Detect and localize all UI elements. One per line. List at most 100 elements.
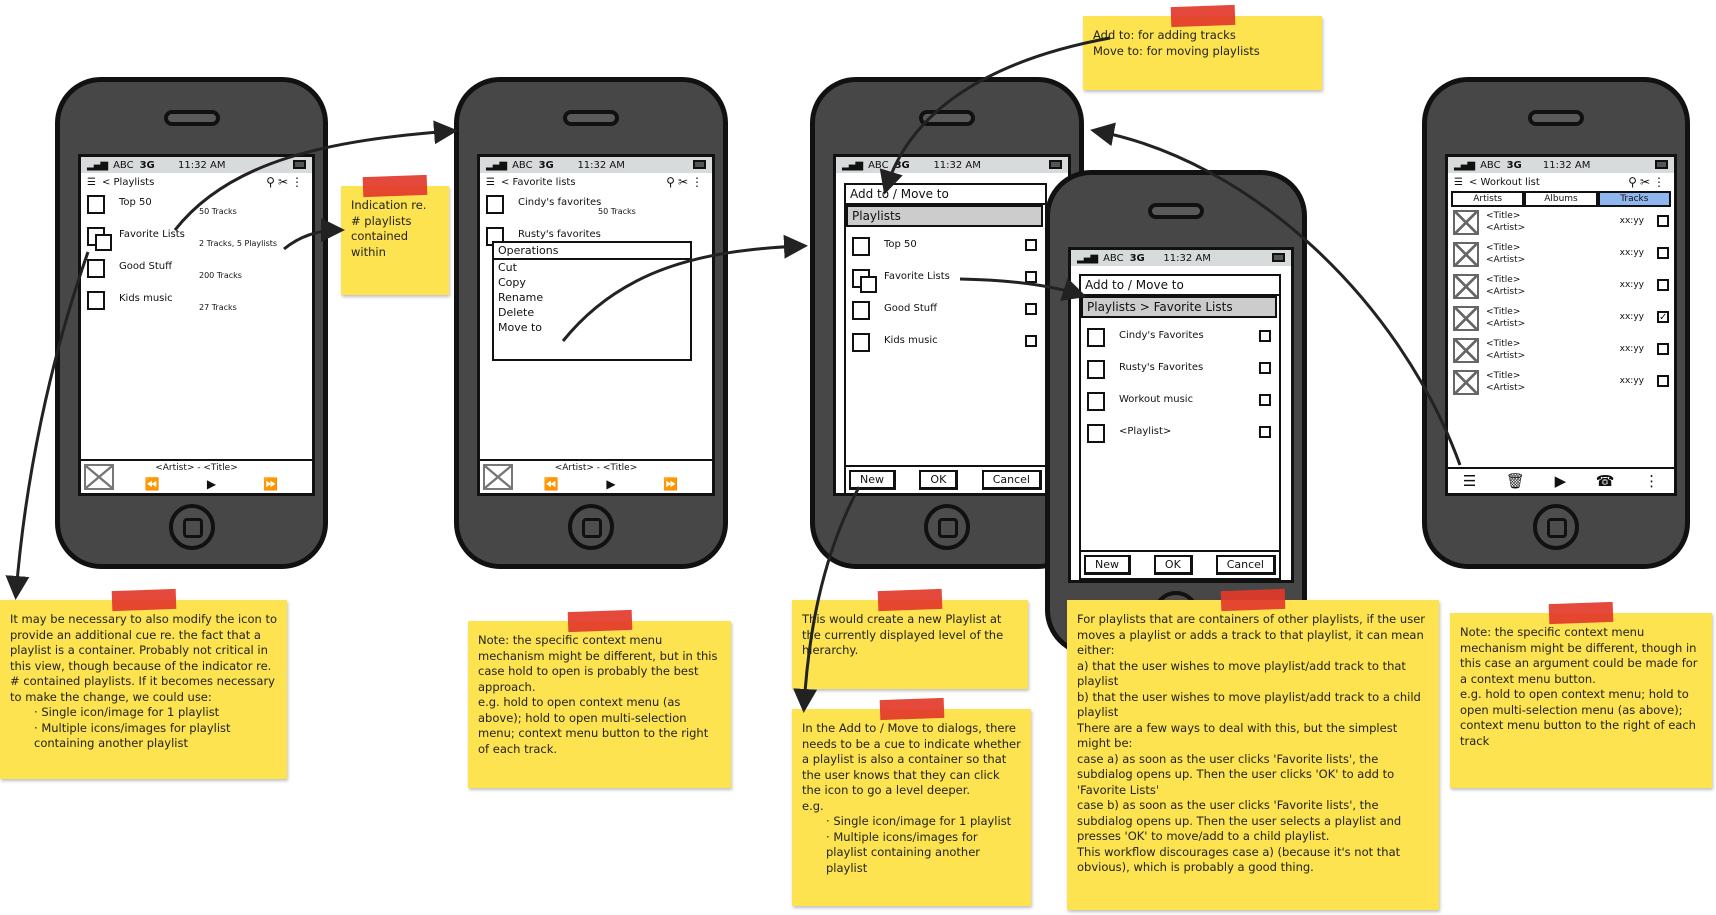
home-button[interactable] [168, 504, 215, 550]
search-icon[interactable]: ⚲ [666, 175, 678, 189]
track-row[interactable]: <Title><Artist>xx:yy [1448, 239, 1674, 271]
menu-item-rename[interactable]: Rename [498, 291, 544, 304]
track-row[interactable]: <Title><Artist>xx:yy✓ [1448, 303, 1674, 335]
playlist-checkbox[interactable] [1025, 335, 1037, 347]
play-icon[interactable]: ▶ [606, 477, 616, 491]
home-button[interactable] [568, 504, 614, 550]
playlist-icon[interactable] [87, 291, 105, 310]
ok-button[interactable]: OK [1153, 555, 1193, 575]
track-checkbox[interactable] [1657, 343, 1669, 355]
tab-albums[interactable]: Albums [1524, 191, 1598, 207]
track-checkbox[interactable] [1657, 375, 1669, 387]
previous-icon[interactable]: ⏪ [144, 477, 160, 491]
playlist-checkbox[interactable] [1259, 394, 1271, 406]
menu-item-copy[interactable]: Copy [498, 276, 526, 289]
playlist-row[interactable]: <Playlist> [1081, 420, 1279, 452]
track-checkbox[interactable] [1657, 215, 1669, 227]
playlist-icon[interactable] [1087, 328, 1105, 347]
more-icon[interactable]: ⋮ [1644, 472, 1660, 490]
playlist-row[interactable]: Rusty's Favorites [1081, 356, 1279, 388]
ok-button[interactable]: OK [919, 470, 959, 490]
back-link[interactable]: < Favorite lists [500, 176, 576, 188]
playlist-icon[interactable] [852, 333, 870, 352]
stacked-playlist-icon [860, 276, 877, 293]
playlist-row[interactable]: Kids music [846, 329, 1045, 361]
clock: 11:32 AM [933, 159, 981, 171]
track-checkbox[interactable] [1657, 247, 1669, 259]
previous-icon[interactable]: ⏪ [543, 477, 559, 491]
playlist-checkbox[interactable] [1259, 362, 1271, 374]
playlist-row[interactable]: Top 50 [846, 233, 1045, 265]
playlist-checkbox[interactable] [1025, 303, 1037, 315]
playlist-count: 200 Tracks [199, 271, 242, 280]
playlist-icon[interactable] [1087, 360, 1105, 379]
playlist-row[interactable]: Workout music [1081, 388, 1279, 420]
home-button[interactable] [1533, 504, 1579, 550]
track-checkbox[interactable] [1657, 279, 1669, 291]
playlist-icon[interactable] [852, 301, 870, 320]
playlist-icon[interactable] [852, 237, 870, 256]
more-icon[interactable]: ⋮ [1653, 175, 1668, 189]
playlist-checkbox[interactable] [1025, 271, 1037, 283]
next-icon[interactable]: ⏩ [263, 477, 279, 491]
cancel-button[interactable]: Cancel [981, 470, 1042, 490]
menu-item-move-to[interactable]: Move to [498, 321, 543, 334]
track-row[interactable]: <Title><Artist>xx:yy [1448, 271, 1674, 303]
playlist-row[interactable]: Favorite Lists [846, 265, 1045, 297]
menu-icon[interactable]: ☰ [87, 176, 96, 188]
menu-icon[interactable]: ☰ [1454, 176, 1463, 188]
tools-icon[interactable]: ✂ [677, 175, 691, 189]
tab-artists[interactable]: Artists [1451, 191, 1525, 207]
playlist-icon[interactable] [87, 259, 105, 278]
new-button[interactable]: New [1084, 555, 1131, 575]
playlist-icon[interactable] [87, 195, 105, 214]
search-icon[interactable]: ⚲ [266, 175, 278, 189]
play-icon[interactable]: ▶ [206, 477, 217, 491]
next-icon[interactable]: ⏩ [663, 477, 679, 491]
back-link[interactable]: < Workout list [1468, 176, 1540, 188]
now-playing-bar[interactable]: <Artist> - <Title>⏪▶⏩ [480, 459, 712, 493]
now-playing-bar[interactable]: <Artist> - <Title>⏪▶⏩ [81, 459, 312, 493]
play-icon[interactable]: ▶ [1554, 472, 1567, 490]
menu-icon[interactable]: ☰ [486, 176, 495, 188]
playlist-icon[interactable] [486, 195, 504, 214]
playlist-icon[interactable] [1087, 392, 1105, 411]
dialog-breadcrumb[interactable]: Playlists > Favorite Lists [1081, 296, 1277, 318]
playlist-row[interactable]: Cindy's Favorites [1081, 324, 1279, 356]
dialog-breadcrumb[interactable]: Playlists [846, 205, 1043, 227]
playlist-row[interactable]: Good Stuff [846, 297, 1045, 329]
playlist-icon[interactable] [1087, 424, 1105, 443]
album-art-placeholder [483, 464, 513, 490]
sticky-dialog-note: In the Add to / Move to dialogs, there n… [792, 697, 1031, 906]
back-link[interactable]: < Playlists [101, 176, 155, 188]
tools-icon[interactable]: ✂ [277, 175, 291, 189]
playlist-checkbox[interactable] [1259, 426, 1271, 438]
menu-item-delete[interactable]: Delete [498, 306, 535, 319]
track-row[interactable]: <Title><Artist>xx:yy [1448, 207, 1674, 239]
more-icon[interactable]: ⋮ [691, 175, 706, 189]
list-icon[interactable]: ☰ [1462, 472, 1477, 490]
cancel-button[interactable]: Cancel [1215, 555, 1276, 575]
track-row[interactable]: <Title><Artist>xx:yy [1448, 335, 1674, 367]
more-icon[interactable]: ⋮ [291, 175, 306, 189]
tab-tracks[interactable]: Tracks [1597, 191, 1671, 207]
tools-icon[interactable]: ✂ [1639, 175, 1653, 189]
clock: 11:32 AM [178, 159, 226, 171]
trash-icon[interactable]: 🗑 [1505, 472, 1525, 490]
phone-icon[interactable]: ☎ [1595, 472, 1615, 490]
playlist-title: Favorite Lists [884, 271, 950, 282]
home-button[interactable] [924, 504, 970, 550]
search-icon[interactable]: ⚲ [1628, 175, 1640, 189]
menu-item-cut[interactable]: Cut [498, 261, 517, 274]
new-button[interactable]: New [849, 470, 896, 490]
track-row[interactable]: <Title><Artist>xx:yy [1448, 367, 1674, 399]
playlist-checkbox[interactable] [1259, 330, 1271, 342]
track-checkbox[interactable]: ✓ [1657, 311, 1669, 323]
speaker-slot [1148, 203, 1204, 219]
playlist-checkbox[interactable] [1025, 239, 1037, 251]
